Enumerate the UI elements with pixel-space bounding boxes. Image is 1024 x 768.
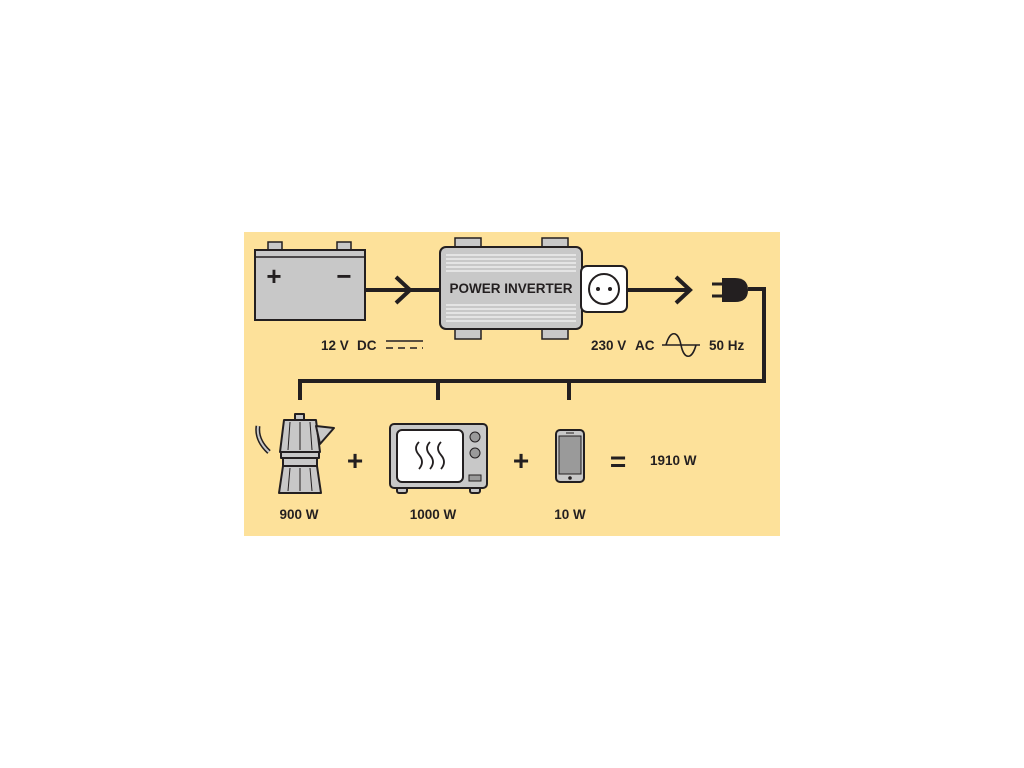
ac-flow-arrow bbox=[674, 275, 693, 305]
moka-pot-icon bbox=[255, 413, 335, 494]
appliance-power-microwave: 1000 W bbox=[410, 507, 457, 522]
output-voltage: 230 V bbox=[591, 338, 626, 353]
input-voltage: 12 V bbox=[321, 338, 349, 353]
plus-operator: + bbox=[347, 445, 363, 476]
car-battery-icon bbox=[254, 241, 366, 321]
input-type: DC bbox=[357, 338, 377, 353]
smartphone-icon bbox=[555, 429, 585, 483]
dc-flow-arrow bbox=[394, 275, 413, 305]
power-socket-icon bbox=[580, 265, 628, 313]
inverter-label: POWER INVERTER bbox=[449, 281, 572, 296]
total-power: 1910 W bbox=[650, 453, 697, 468]
output-cable bbox=[298, 287, 766, 400]
equals-operator: = bbox=[610, 446, 626, 477]
battery-negative-symbol: − bbox=[336, 261, 351, 291]
battery-positive-symbol: + bbox=[266, 261, 281, 291]
ac-sine-icon bbox=[662, 332, 700, 358]
appliance-power-moka-pot: 900 W bbox=[279, 507, 318, 522]
microwave-icon bbox=[389, 423, 488, 494]
power-plug-icon bbox=[712, 278, 748, 302]
plus-operator: + bbox=[513, 445, 529, 476]
power-inverter-icon bbox=[439, 237, 583, 340]
dc-symbol-icon bbox=[386, 340, 423, 349]
output-frequency: 50 Hz bbox=[709, 338, 745, 353]
appliance-power-smartphone: 10 W bbox=[554, 507, 586, 522]
output-type: AC bbox=[635, 338, 655, 353]
